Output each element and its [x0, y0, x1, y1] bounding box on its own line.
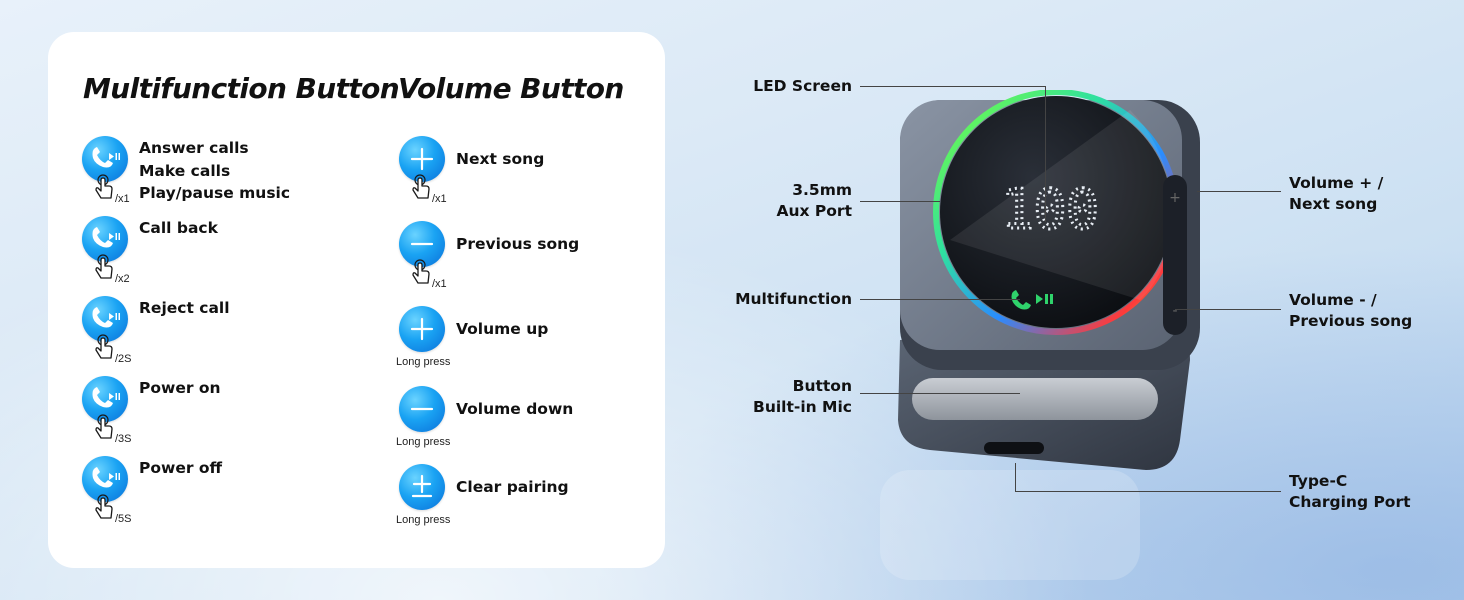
device-illustration: 100 + - — [880, 90, 1200, 580]
phone-play-icon — [92, 467, 120, 488]
callout-typec-2: Charging Port — [1289, 493, 1411, 511]
multifunction-button-icon: /x1 — [82, 136, 130, 214]
plus-icon — [410, 147, 434, 171]
volume-circle — [399, 386, 445, 432]
multifunction-button-icon: /3S — [82, 376, 132, 454]
long-press-label: Long press — [396, 514, 451, 526]
phone-play-icon — [92, 307, 120, 328]
led-screen — [940, 96, 1172, 328]
volume-action-label: Previous song — [456, 235, 580, 253]
callout-aux-1: 3.5mm — [792, 181, 852, 199]
minus-icon — [410, 407, 434, 411]
device-reflection — [880, 470, 1140, 580]
volume-circle — [399, 464, 445, 510]
volume-minus-line — [1175, 309, 1281, 310]
mic-line — [860, 393, 1020, 394]
multifunction-action-label: Reject call — [139, 299, 230, 317]
mic-grill — [912, 378, 1158, 420]
tap-count: /5S — [115, 513, 132, 525]
plus-icon — [410, 317, 434, 341]
minus-icon — [410, 242, 434, 246]
multifunction-circle — [82, 296, 128, 342]
volume-circle — [399, 221, 445, 267]
callout-multifunction: Multifunction — [735, 290, 852, 308]
callout-typec-1: Type-C — [1289, 472, 1348, 490]
phone-play-icon — [92, 387, 120, 408]
volume-action-label: Next song — [456, 150, 545, 168]
multifunction-action-label: Make calls — [139, 161, 231, 180]
multifunction-action-label: Call back — [139, 219, 218, 237]
volume-action-label: Volume down — [456, 400, 574, 418]
volume-circle — [399, 306, 445, 352]
callout-led-screen: LED Screen — [753, 77, 852, 95]
multifunction-action-label: Power on — [139, 379, 221, 397]
tap-count: /2S — [115, 353, 132, 365]
volume-button-icon — [399, 386, 447, 464]
typec-line-down — [1015, 463, 1016, 491]
plusminus-icon — [411, 474, 433, 498]
volume-button-icon — [399, 306, 447, 384]
callout-volume-plus-1: Volume + / — [1289, 174, 1384, 192]
callout-volume-minus-2: Previous song — [1289, 312, 1413, 330]
tap-hand-icon — [95, 174, 113, 199]
tap-hand-icon — [95, 254, 113, 279]
aux-line — [860, 201, 940, 202]
multifunction-button-icon: /2S — [82, 296, 132, 374]
instructions-card — [48, 32, 665, 568]
volume-circle — [399, 136, 445, 182]
callout-volume-plus-2: Next song — [1289, 195, 1378, 213]
multifunction-line — [860, 299, 1020, 300]
multifunction-button-icon: /x2 — [82, 216, 130, 294]
tap-hand-icon — [412, 174, 430, 199]
led-screen-line — [860, 86, 1046, 87]
tap-count: /x2 — [115, 273, 130, 285]
multifunction-circle — [82, 376, 128, 422]
volume-minus-mark: - — [1172, 303, 1177, 319]
tap-count: /x1 — [115, 193, 130, 205]
tap-hand-icon — [95, 494, 113, 519]
volume-action-label: Volume up — [456, 320, 549, 338]
multifunction-circle — [82, 456, 128, 502]
multifunction-circle — [82, 216, 128, 262]
typec-line — [1015, 491, 1281, 492]
tap-hand-icon — [95, 334, 113, 359]
screen-phone-icon — [1011, 290, 1053, 310]
multifunction-action-label: Answer calls — [139, 139, 249, 157]
phone-play-icon — [92, 147, 120, 168]
volume-plus-line — [1197, 191, 1281, 192]
volume-button-icon — [399, 464, 447, 542]
long-press-label: Long press — [396, 356, 451, 368]
multifunction-button-icon: /5S — [82, 456, 132, 534]
volume-action-label: Clear pairing — [456, 478, 569, 496]
multifunction-circle — [82, 136, 128, 182]
volume-title: Volume Button — [398, 72, 624, 105]
led-screen-line-down — [1045, 86, 1046, 222]
callout-button: Button — [792, 377, 852, 395]
multifunction-action-label: Power off — [139, 459, 223, 477]
type-c-port — [984, 442, 1044, 454]
volume-button-icon: /x1 — [399, 136, 447, 214]
tap-count: /x1 — [432, 278, 447, 290]
long-press-label: Long press — [396, 436, 451, 448]
phone-play-icon — [92, 227, 120, 248]
callout-mic: Built-in Mic — [753, 398, 852, 416]
tap-hand-icon — [95, 414, 113, 439]
led-digits: 100 — [1001, 178, 1099, 241]
tap-count: /3S — [115, 433, 132, 445]
multifunction-title: Multifunction Button — [83, 72, 400, 105]
tap-hand-icon — [412, 259, 430, 284]
volume-button-icon: /x1 — [399, 221, 447, 299]
volume-plus-mark: + — [1169, 190, 1181, 206]
screen-glare — [950, 110, 1172, 300]
callout-volume-minus-1: Volume - / — [1289, 291, 1377, 309]
tap-count: /x1 — [432, 193, 447, 205]
volume-rocker — [1163, 175, 1187, 335]
callout-aux-2: Aux Port — [776, 202, 853, 220]
multifunction-action-label: Play/pause music — [139, 184, 291, 202]
